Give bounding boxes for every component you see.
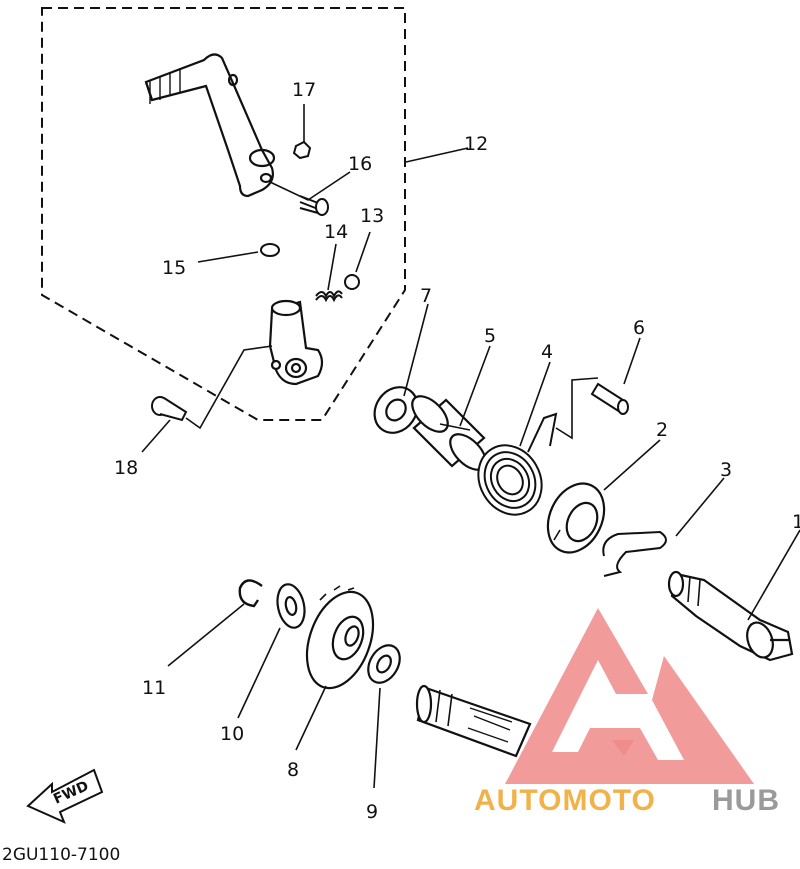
logo-word-hub: HUB <box>712 784 780 817</box>
leader-12 <box>405 147 469 163</box>
leader-1 <box>747 529 800 621</box>
callout-6: 6 <box>633 317 645 339</box>
part-code: 2GU110-7100 <box>2 845 120 864</box>
leader-11 <box>167 603 245 667</box>
washer-9 <box>367 644 401 684</box>
idle-gear-shaft <box>415 684 532 758</box>
callout-4: 4 <box>541 341 553 363</box>
callout-16: 16 <box>348 153 372 175</box>
leader-10 <box>237 627 281 719</box>
leader-5 <box>459 345 491 427</box>
leader-18-boss <box>185 345 273 430</box>
ball-13 <box>344 274 360 290</box>
leader-8 <box>295 685 327 751</box>
spring-14 <box>315 290 343 303</box>
callout-labels: 1 2 3 4 5 6 7 8 9 10 11 12 13 14 15 16 1… <box>114 79 800 823</box>
fwd-arrow: FWD <box>26 768 104 824</box>
leader-18 <box>141 419 171 453</box>
leader-15 <box>197 251 259 263</box>
pin-6 <box>590 382 629 415</box>
assembly-boundary <box>41 7 406 421</box>
callout-9: 9 <box>366 801 378 823</box>
leader-3 <box>675 477 725 537</box>
automotohub-logo: AUTOMOTO HUB <box>474 608 780 817</box>
kick-crank-lever <box>144 53 276 198</box>
callout-15: 15 <box>162 257 186 279</box>
nut-17 <box>292 140 312 160</box>
callout-13: 13 <box>360 205 384 227</box>
callout-18: 18 <box>114 457 138 479</box>
callout-3: 3 <box>720 459 732 481</box>
kick-gear-8 <box>305 585 375 690</box>
callout-14: 14 <box>324 221 348 243</box>
callout-11: 11 <box>142 677 166 699</box>
leader-6 <box>623 337 641 385</box>
washer-7 <box>373 386 419 434</box>
leader-lines <box>141 104 800 789</box>
callout-10: 10 <box>220 723 244 745</box>
leader-13 <box>355 231 371 273</box>
callout-2: 2 <box>656 419 668 441</box>
callout-8: 8 <box>287 759 299 781</box>
kick-boss <box>268 299 324 386</box>
leader-4-bracket <box>555 377 599 440</box>
kick-axle-1 <box>667 570 794 662</box>
leader-14 <box>327 243 337 291</box>
bolt-18 <box>151 396 188 422</box>
leader-9 <box>373 687 381 789</box>
logo-word-automoto: AUTOMOTO <box>474 784 656 817</box>
ratchet-wheel-2 <box>546 482 606 554</box>
callout-1: 1 <box>792 511 800 533</box>
circlip-11 <box>238 579 263 608</box>
callout-12: 12 <box>464 133 488 155</box>
clip-3 <box>602 530 667 577</box>
leader-4 <box>519 361 551 447</box>
leader-2 <box>603 439 661 491</box>
sleeve-5 <box>411 395 487 471</box>
leader-16 <box>269 171 351 201</box>
callout-17: 17 <box>292 79 316 101</box>
logo-triangle-icon <box>505 608 754 784</box>
circlip-15 <box>260 243 280 257</box>
callout-7: 7 <box>420 285 432 307</box>
torsion-spring-4 <box>477 412 558 516</box>
callout-5: 5 <box>484 325 496 347</box>
leader-7 <box>403 303 429 397</box>
washer-10 <box>276 583 306 629</box>
